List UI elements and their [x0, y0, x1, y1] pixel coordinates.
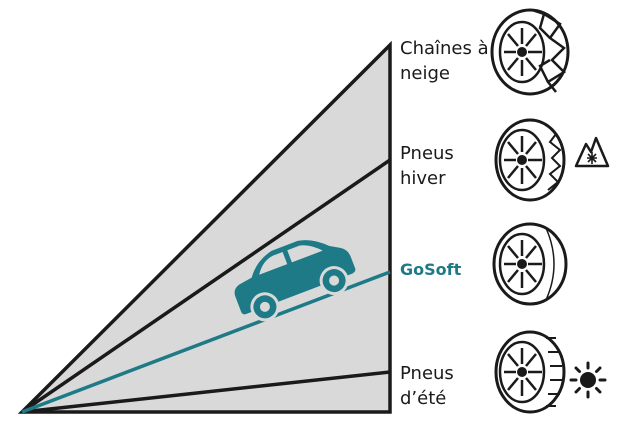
car-icon: [234, 240, 356, 322]
mountain-snowflake-icon: [574, 136, 610, 168]
snow-chain-tire-icon: [490, 8, 570, 96]
summer-tire-icon: [494, 330, 566, 414]
label-chains-line1: Chaînes à: [400, 38, 489, 59]
label-chains: Chaînes à neige: [400, 36, 489, 86]
winter-tire-icon: [494, 118, 566, 202]
sun-icon: [569, 361, 607, 399]
label-gosoft: GoSoft: [400, 257, 461, 282]
incline-line-winter: [21, 158, 391, 414]
label-chains-line2: neige: [400, 63, 450, 84]
label-summer-line1: Pneus: [400, 363, 454, 384]
label-winter-line1: Pneus: [400, 143, 454, 164]
incline-line-gosoft: [21, 270, 391, 414]
label-winter: Pneus hiver: [400, 141, 454, 191]
label-summer: Pneus d’été: [400, 361, 454, 411]
gosoft-tire-cover-icon: [492, 222, 568, 306]
incline-wedge: [17, 40, 392, 414]
label-winter-line2: hiver: [400, 168, 446, 189]
label-gosoft-line1: GoSoft: [400, 260, 462, 279]
label-summer-line2: d’été: [400, 388, 447, 409]
incline-line-summer: [21, 370, 391, 414]
